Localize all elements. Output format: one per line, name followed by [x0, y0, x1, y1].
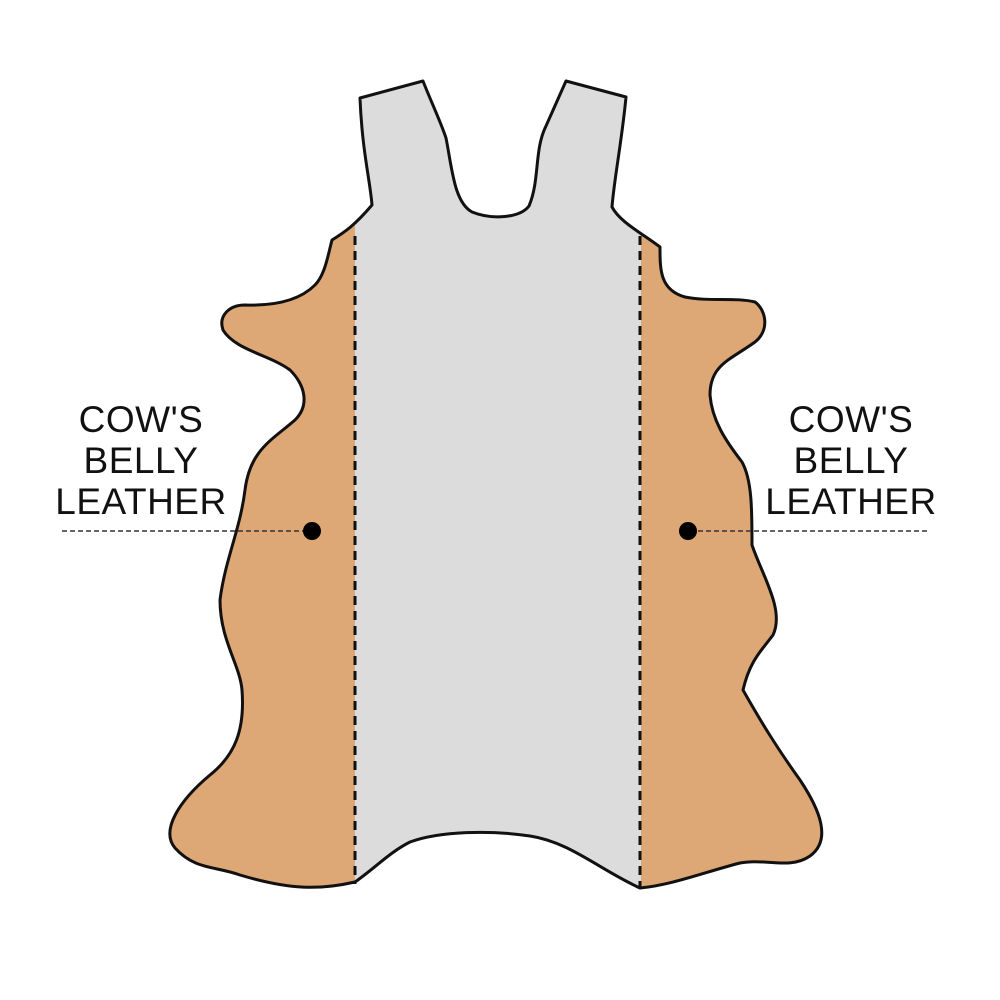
right-label-line2: BELLY	[794, 440, 909, 481]
left-label-line1: COW'S	[79, 399, 204, 440]
left-marker-dot	[303, 522, 321, 540]
right-label: COW'S BELLY LEATHER	[765, 399, 936, 522]
left-label: COW'S BELLY LEATHER	[55, 399, 226, 522]
center-region-fill	[355, 81, 641, 888]
right-marker-dot	[679, 522, 697, 540]
right-label-line3: LEATHER	[765, 481, 936, 522]
hide-outline	[168, 79, 824, 890]
left-label-line3: LEATHER	[55, 481, 226, 522]
right-label-line1: COW'S	[789, 399, 914, 440]
left-label-line2: BELLY	[84, 440, 199, 481]
